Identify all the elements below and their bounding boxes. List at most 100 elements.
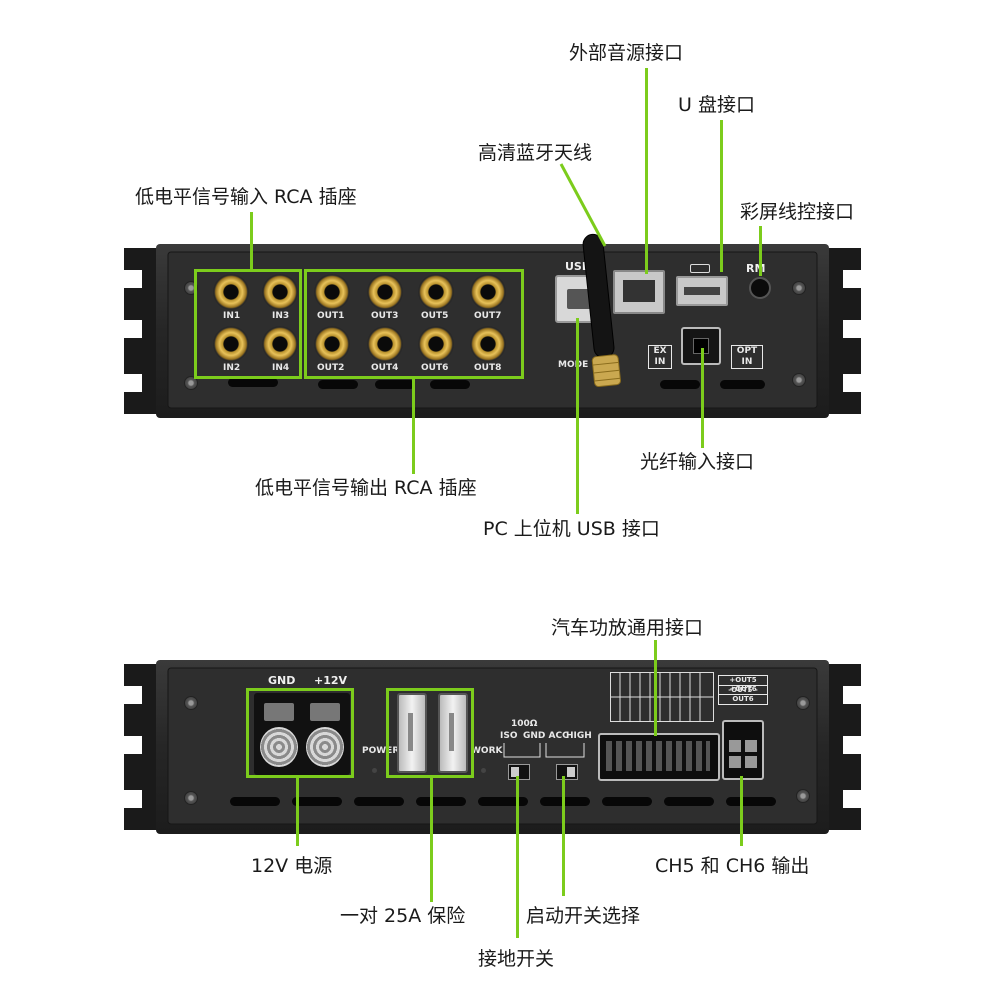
- vent-slot: [228, 378, 278, 387]
- callout-optical-input: 光纤输入接口: [640, 451, 755, 473]
- screw: [796, 789, 810, 803]
- rca-input-jack[interactable]: [213, 326, 249, 362]
- jack-label: IN3: [272, 311, 290, 321]
- callout-bt-antenna: 高清蓝牙天线: [478, 142, 593, 164]
- rca-input-jack[interactable]: [262, 274, 298, 310]
- callout-usb-disk: U 盘接口: [678, 94, 755, 116]
- callout-external-audio: 外部音源接口: [569, 42, 684, 64]
- callout-ch5-ch6: CH5 和 CH6 输出: [655, 855, 810, 877]
- rca-output-jack[interactable]: [418, 326, 454, 362]
- rca-output-jack[interactable]: [470, 326, 506, 362]
- bt-antenna[interactable]: [575, 230, 625, 395]
- pinout-table: [610, 672, 714, 722]
- gnd-acc-label: GND ACC: [523, 731, 569, 741]
- jack-label: OUT5: [421, 311, 449, 321]
- leader-line: [430, 778, 433, 902]
- high-label: HIGH: [566, 731, 592, 741]
- leader-line: [576, 318, 579, 514]
- leader-line: [654, 640, 657, 736]
- terminal-screw[interactable]: [264, 703, 294, 721]
- rca-input-jack[interactable]: [213, 274, 249, 310]
- jack-label: OUT6: [421, 363, 449, 373]
- jack-label: OUT1: [317, 311, 345, 321]
- rca-input-jack[interactable]: [262, 326, 298, 362]
- power-terminal-block[interactable]: [254, 693, 350, 775]
- plus12-label: +12V: [314, 674, 348, 687]
- jack-label: IN4: [272, 363, 290, 373]
- power-led: [372, 768, 377, 773]
- vent-slot: [660, 380, 700, 389]
- vent-slot: [664, 797, 714, 806]
- rca-output-highlight: [304, 269, 524, 379]
- usb-a-icon: [690, 264, 710, 273]
- rca-output-jack[interactable]: [314, 274, 350, 310]
- leader-line: [720, 120, 723, 272]
- leader-line: [740, 776, 743, 846]
- callout-start-switch: 启动开关选择: [526, 905, 641, 927]
- rca-output-jack[interactable]: [470, 274, 506, 310]
- fuse[interactable]: [438, 693, 468, 773]
- vent-slot: [375, 380, 415, 389]
- start-switch[interactable]: [556, 764, 578, 780]
- vent-slot: [318, 380, 358, 389]
- leader-line: [250, 212, 253, 270]
- car-amp-connector[interactable]: [598, 733, 720, 781]
- leader-line: [516, 776, 519, 938]
- ch5-ch6-connector[interactable]: [722, 720, 764, 780]
- leader-line: [562, 776, 565, 896]
- ground-switch[interactable]: [508, 764, 530, 780]
- work-led-label: WORK: [471, 746, 503, 756]
- work-led: [481, 768, 486, 773]
- fuse[interactable]: [397, 693, 427, 773]
- iso-label: ISO: [500, 731, 518, 741]
- callout-fuse-pair: 一对 25A 保险: [340, 905, 466, 927]
- rca-output-jack[interactable]: [314, 326, 350, 362]
- leader-line: [412, 378, 415, 474]
- callout-power-12v: 12V 电源: [251, 855, 333, 877]
- callout-car-amp-port: 汽车功放通用接口: [551, 617, 704, 639]
- rca-output-jack[interactable]: [418, 274, 454, 310]
- screw: [792, 281, 806, 295]
- leader-line: [759, 226, 762, 276]
- leader-line: [645, 68, 648, 274]
- vent-slot: [430, 380, 470, 389]
- rca-input-highlight: [194, 269, 302, 379]
- mode-label: MODE: [558, 360, 589, 370]
- jack-label: IN2: [223, 363, 241, 373]
- switch-bracket-lines: [503, 743, 585, 758]
- callout-ground-switch: 接地开关: [478, 948, 555, 970]
- rm-label: RM: [746, 262, 766, 275]
- terminal-socket[interactable]: [260, 727, 298, 767]
- jack-label: OUT3: [371, 311, 399, 321]
- callout-screen-control: 彩屏线控接口: [740, 201, 855, 223]
- callout-pc-usb: PC 上位机 USB 接口: [483, 518, 660, 540]
- leader-line: [296, 778, 299, 846]
- jack-label: OUT7: [474, 311, 502, 321]
- rj45-port[interactable]: [613, 270, 665, 314]
- callout-rca-output: 低电平信号输出 RCA 插座: [255, 477, 477, 499]
- ch-out-label-negative: -OUT5 -OUT6: [718, 685, 768, 705]
- callout-rca-input: 低电平信号输入 RCA 插座: [135, 186, 357, 208]
- screw: [796, 696, 810, 710]
- jack-label: IN1: [223, 311, 241, 321]
- vent-slot: [602, 797, 652, 806]
- usb-label: USB: [565, 260, 591, 273]
- terminal-socket[interactable]: [306, 727, 344, 767]
- leader-line-diagonal: [559, 163, 607, 247]
- vent-slot: [726, 797, 776, 806]
- power-led-label: POWER: [362, 746, 400, 756]
- terminal-screw[interactable]: [310, 703, 340, 721]
- gnd-label: GND: [268, 674, 296, 687]
- vent-slot: [354, 797, 404, 806]
- vent-slot: [292, 797, 342, 806]
- rca-output-jack[interactable]: [367, 326, 403, 362]
- vent-slot: [720, 380, 765, 389]
- leader-line: [701, 348, 704, 448]
- usb-a-port[interactable]: [676, 276, 728, 306]
- rm-port[interactable]: [749, 277, 771, 299]
- jack-label: OUT8: [474, 363, 502, 373]
- screw: [184, 791, 198, 805]
- rca-output-jack[interactable]: [367, 274, 403, 310]
- fuse-highlight: [386, 688, 474, 778]
- vent-slot: [540, 797, 590, 806]
